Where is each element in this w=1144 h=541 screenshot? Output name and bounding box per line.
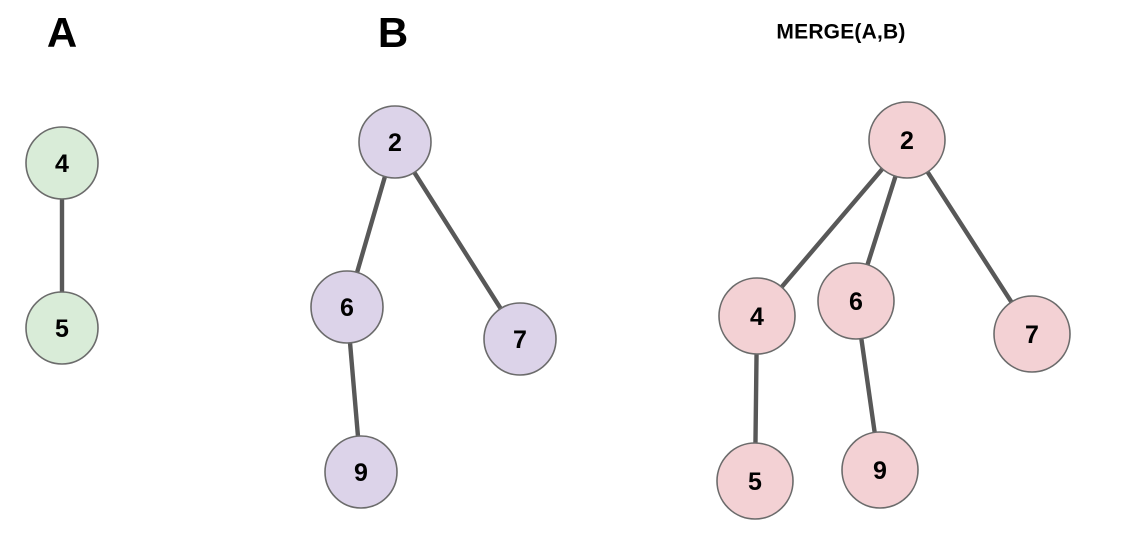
tree-node-m9[interactable]: 9 <box>841 431 919 509</box>
node-label-b9: 9 <box>354 459 368 487</box>
node-label-b7: 7 <box>513 326 527 354</box>
node-circle-m4[interactable] <box>718 277 796 355</box>
node-label-a4: 4 <box>55 150 69 178</box>
panel-b-group: 2 6 7 9 <box>310 105 557 509</box>
panel-a-group: 45 <box>25 126 99 365</box>
tree-edge-m4-m5 <box>753 349 759 448</box>
tree-node-a4[interactable]: 4 <box>25 126 99 200</box>
node-circle-m6[interactable] <box>817 262 895 340</box>
panel-merge-group: 2 4 6 7 5 9 <box>716 101 1071 520</box>
node-label-m4: 4 <box>750 303 764 331</box>
tree-node-a5[interactable]: 5 <box>25 291 99 365</box>
node-circle-b7[interactable] <box>483 302 557 376</box>
tree-edge-b2-b7 <box>411 168 504 313</box>
tree-node-b7[interactable]: 7 <box>483 302 557 376</box>
node-circle-m7[interactable] <box>993 295 1071 373</box>
node-circle-b9[interactable] <box>324 435 398 509</box>
node-circle-m9[interactable] <box>841 431 919 509</box>
node-circle-a5[interactable] <box>25 291 99 365</box>
panel-b-title: B <box>377 9 409 56</box>
node-label-m5: 5 <box>748 468 762 496</box>
tree-edge-m2-m6 <box>864 172 899 269</box>
node-label-m7: 7 <box>1025 321 1039 349</box>
tree-node-b9[interactable]: 9 <box>324 435 398 509</box>
node-label-a5: 5 <box>55 315 69 343</box>
tree-node-m4[interactable]: 4 <box>718 277 796 355</box>
panel-a-title: A <box>46 9 78 56</box>
node-label-m6: 6 <box>849 288 863 316</box>
panel-merge-edges <box>753 165 1015 448</box>
tree-edge-m6-m9 <box>858 334 878 437</box>
tree-node-m6[interactable]: 6 <box>817 262 895 340</box>
node-circle-m5[interactable] <box>716 442 794 520</box>
node-circle-a4[interactable] <box>25 126 99 200</box>
tree-node-b6[interactable]: 6 <box>310 270 384 344</box>
tree-node-m5[interactable]: 5 <box>716 442 794 520</box>
node-circle-m2[interactable] <box>868 101 946 179</box>
node-circle-b6[interactable] <box>310 270 384 344</box>
node-circle-b2[interactable] <box>358 105 432 179</box>
tree-edge-b6-b9 <box>347 338 361 441</box>
tree-node-m7[interactable]: 7 <box>993 295 1071 373</box>
tree-node-m2[interactable]: 2 <box>868 101 946 179</box>
tree-node-b2[interactable]: 2 <box>358 105 432 179</box>
node-label-b2: 2 <box>388 129 402 157</box>
tree-edge-b2-b6 <box>354 172 388 277</box>
tree-edge-m2-m7 <box>924 168 1015 306</box>
tree-edge-m2-m4 <box>778 165 886 291</box>
panel-merge-title: MERGE(A,B) <box>776 20 906 44</box>
node-label-m9: 9 <box>873 457 887 485</box>
node-label-b6: 6 <box>340 294 354 322</box>
panel-b-edges <box>347 168 504 441</box>
node-label-m2: 2 <box>900 127 914 155</box>
